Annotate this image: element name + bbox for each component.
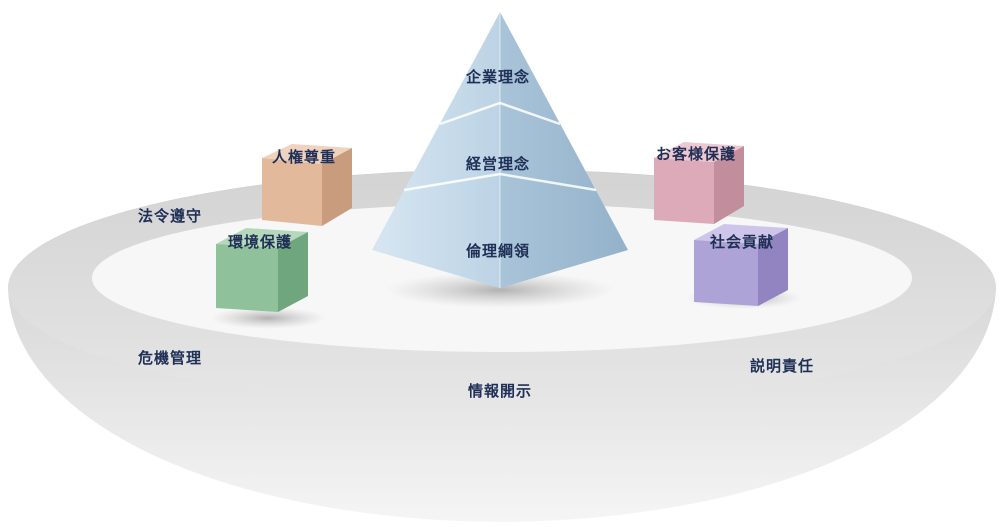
cube-customer-protection <box>654 142 744 224</box>
pyramid-label-top: 企業理念 <box>466 68 531 86</box>
pyramid-label-bottom: 倫理綱領 <box>466 242 531 260</box>
cube-label-human-rights: 人権尊重 <box>272 148 337 166</box>
pyramid-face-left <box>372 12 500 288</box>
cube-label-environment: 環境保護 <box>228 233 293 251</box>
pyramid-label-middle: 経営理念 <box>466 155 531 173</box>
cube-label-customer-protection: お客様保護 <box>656 145 737 163</box>
cube-label-social-contribution: 社会貢献 <box>710 233 775 251</box>
cube-environment <box>216 228 308 312</box>
ring-label-disclosure: 情報開示 <box>468 382 533 400</box>
pyramid-face-right <box>500 12 628 288</box>
cube-social-contribution <box>694 224 788 306</box>
ring-label-compliance: 法令遵守 <box>138 207 203 225</box>
ring-label-risk-management: 危機管理 <box>138 349 203 367</box>
pyramid <box>372 12 628 288</box>
cube-human-rights <box>262 144 352 226</box>
ring-label-accountability: 説明責任 <box>750 357 815 375</box>
